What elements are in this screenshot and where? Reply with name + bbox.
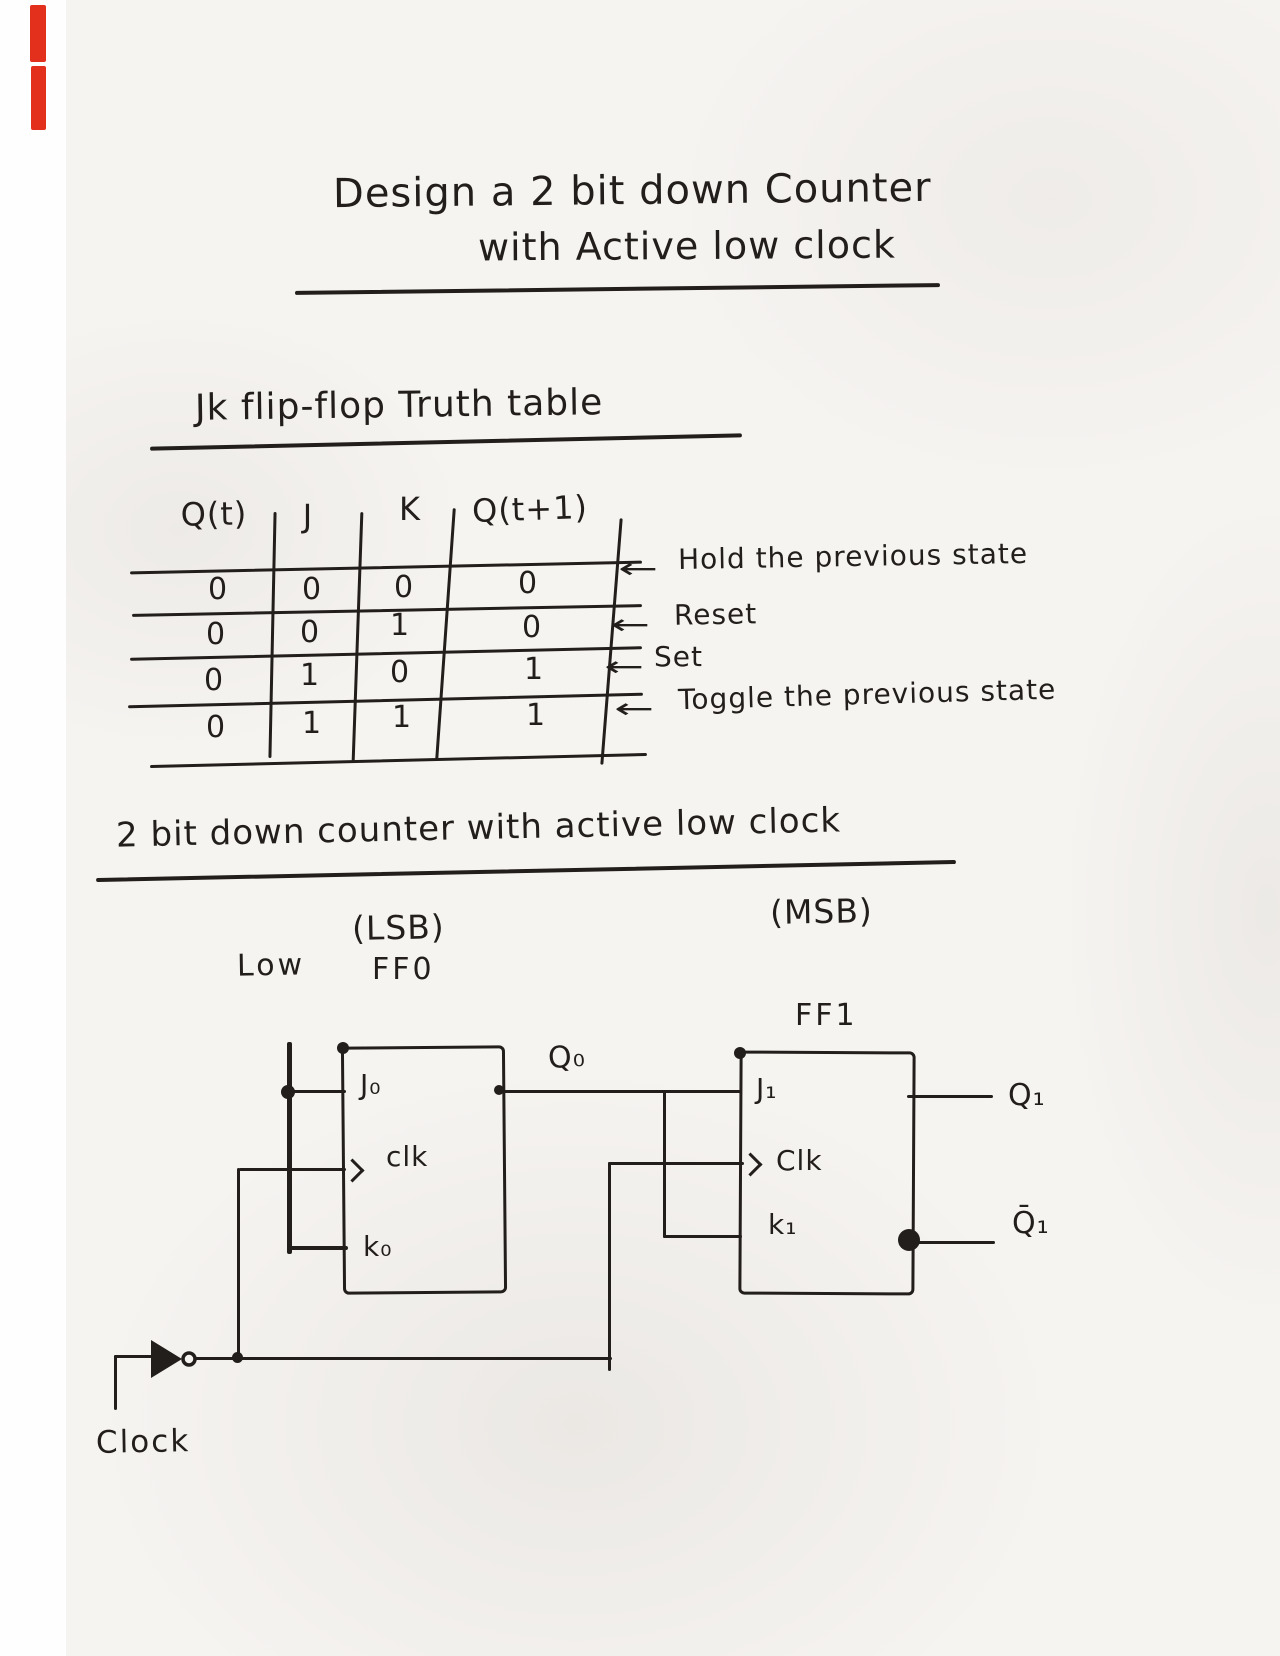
table-cell-r2c2: 0 <box>389 655 411 690</box>
truth-table-heading: Jk flip-flop Truth table <box>194 382 604 429</box>
truth-table-heading-underline <box>150 433 742 451</box>
wire-clock-branch-ff0 <box>237 1168 240 1361</box>
table-hline-1 <box>130 560 642 575</box>
junction-clock-bus <box>232 1352 243 1363</box>
left-arrow-icon: ← <box>610 608 652 641</box>
lsb-label: (LSB) <box>351 907 446 948</box>
table-cell-r1c3: 0 <box>521 610 543 645</box>
table-cell-r3c2: 1 <box>391 700 413 735</box>
left-arrow-icon: ← <box>614 692 656 725</box>
table-cell-r2c0: 0 <box>203 663 225 698</box>
table-cell-r0c0: 0 <box>207 572 229 607</box>
wire-clk0-input <box>239 1168 346 1171</box>
q0-net-label: Q₀ <box>546 1038 587 1077</box>
note-hold: Hold the previous state <box>677 536 1029 577</box>
q1-bar-net-label: Q̄₁ <box>1012 1206 1050 1241</box>
note-arrow-hold: ← <box>618 552 658 585</box>
ff0-k-pin-label: k₀ <box>363 1230 393 1263</box>
wire-clock-input-stub <box>114 1355 117 1410</box>
left-page-margin <box>0 0 66 1656</box>
wire-k0-input <box>288 1246 348 1250</box>
ff1-k-pin-label: k₁ <box>768 1208 798 1241</box>
wire-k1-input <box>663 1235 742 1238</box>
table-cell-r1c0: 0 <box>205 617 227 652</box>
low-label: Low <box>236 947 306 984</box>
truth-table-header-qt: Q(t) <box>180 494 248 534</box>
note-arrow-reset: ← <box>610 608 650 641</box>
red-margin-mark-bottom <box>31 66 46 130</box>
ff1-clk-pin-label: Clk <box>776 1144 823 1177</box>
msb-label: (MSB) <box>769 891 874 932</box>
wire-q0-to-j1 <box>500 1090 742 1093</box>
clock-label: Clock <box>95 1423 191 1461</box>
left-arrow-icon: ← <box>618 552 660 585</box>
table-cell-r2c1: 1 <box>299 658 321 693</box>
note-arrow-toggle: ← <box>614 692 654 725</box>
table-cell-r3c0: 0 <box>205 710 227 745</box>
truth-table-header-k: K <box>399 490 421 528</box>
junction-q1bar <box>898 1229 920 1251</box>
table-hline-bottom <box>150 752 647 769</box>
ink-blob-ff0-qpin <box>494 1085 504 1095</box>
counter-heading-underline <box>96 859 956 883</box>
wire-q0-branch-down <box>663 1090 666 1238</box>
note-toggle: Toggle the previous state <box>677 672 1057 717</box>
ff1-j-pin-label: J₁ <box>756 1072 778 1105</box>
table-cell-r0c3: 0 <box>517 566 539 601</box>
note-set: Set <box>654 640 703 673</box>
red-margin-mark-top <box>30 5 46 62</box>
ff0-clk-pin-label: clk <box>386 1140 429 1173</box>
table-cell-r0c1: 0 <box>301 572 323 607</box>
table-cell-r1c1: 0 <box>299 615 321 650</box>
counter-heading: 2 bit down counter with active low clock <box>115 800 842 856</box>
left-arrow-icon: ← <box>604 650 646 683</box>
ff0-label: FF0 <box>372 952 435 987</box>
note-arrow-set: ← <box>604 650 644 683</box>
wire-clock-branch-ff1 <box>608 1162 611 1371</box>
junction-low-j0 <box>281 1085 295 1099</box>
wire-clk1-input <box>608 1162 744 1165</box>
wire-j0-input <box>290 1090 346 1093</box>
truth-table-header-qt1: Q(t+1) <box>471 487 589 531</box>
ff1-label: FF1 <box>795 998 858 1033</box>
table-vline-1 <box>268 511 277 759</box>
table-cell-r2c3: 1 <box>523 652 545 687</box>
table-cell-r0c2: 0 <box>393 570 415 605</box>
table-vline-3 <box>435 508 456 760</box>
wire-q1-output <box>907 1095 993 1098</box>
wire-clock-bus <box>192 1357 612 1360</box>
q1-net-label: Q₁ <box>1008 1078 1046 1113</box>
wire-low-vertical <box>287 1042 292 1254</box>
note-reset: Reset <box>673 597 758 632</box>
table-cell-r3c3: 1 <box>525 698 547 733</box>
table-vline-2 <box>351 512 364 762</box>
ink-blob-ff0-corner <box>337 1042 349 1054</box>
page-title-line2: with Active low clock <box>477 222 897 270</box>
ink-blob-ff1-corner <box>734 1047 746 1059</box>
table-cell-r1c2: 1 <box>389 608 411 643</box>
table-cell-r3c1: 1 <box>301 706 323 741</box>
ff0-j-pin-label: J₀ <box>360 1068 382 1101</box>
truth-table-header-j: J <box>302 497 314 535</box>
wire-inverter-input <box>114 1355 152 1358</box>
title-underline <box>294 283 941 295</box>
wire-q1bar-output <box>913 1241 995 1244</box>
inverter-gate-icon <box>151 1340 197 1378</box>
page-title-line1: Design a 2 bit down Counter <box>332 164 932 218</box>
